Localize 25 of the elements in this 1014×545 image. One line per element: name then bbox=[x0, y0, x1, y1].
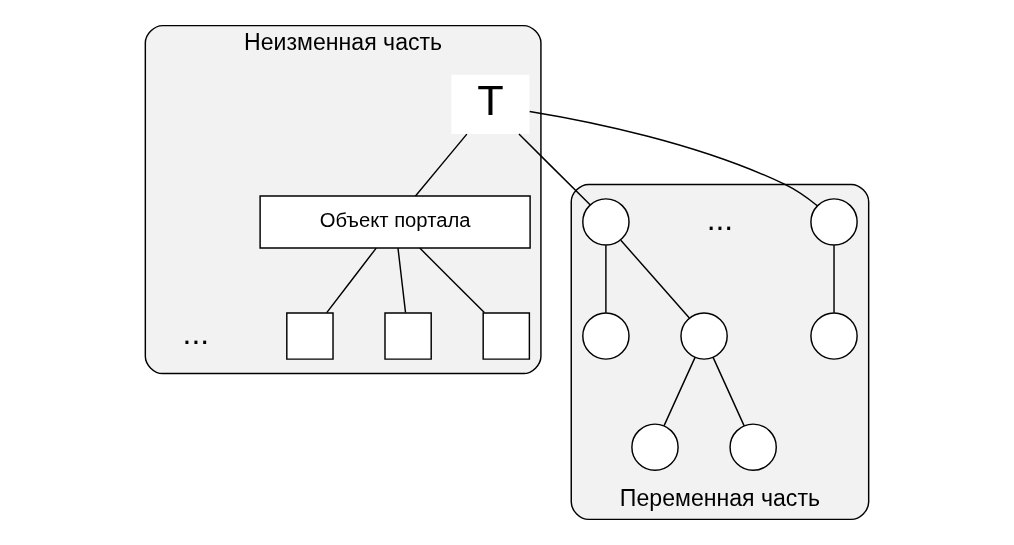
connector bbox=[712, 356, 745, 427]
connector bbox=[419, 247, 486, 314]
node-circle bbox=[631, 423, 679, 472]
node-box: Объект портала bbox=[259, 195, 531, 249]
node-box bbox=[384, 312, 432, 360]
connector bbox=[620, 239, 691, 319]
connector bbox=[528, 110, 819, 207]
node-box bbox=[286, 312, 334, 360]
node-box: T bbox=[451, 74, 530, 134]
connector bbox=[414, 133, 468, 197]
label: ... bbox=[182, 315, 210, 352]
connector bbox=[663, 356, 696, 427]
connector bbox=[326, 247, 377, 314]
connector bbox=[605, 244, 607, 314]
node-circle bbox=[810, 312, 858, 360]
node-circle bbox=[680, 312, 728, 360]
connector bbox=[397, 247, 407, 314]
node-circle bbox=[729, 423, 777, 472]
connector bbox=[518, 133, 591, 206]
node-circle bbox=[582, 198, 630, 246]
label: ... bbox=[706, 201, 734, 238]
node-circle bbox=[582, 312, 630, 360]
node-circle bbox=[810, 198, 858, 246]
connector bbox=[833, 244, 835, 314]
node-box bbox=[482, 312, 531, 360]
